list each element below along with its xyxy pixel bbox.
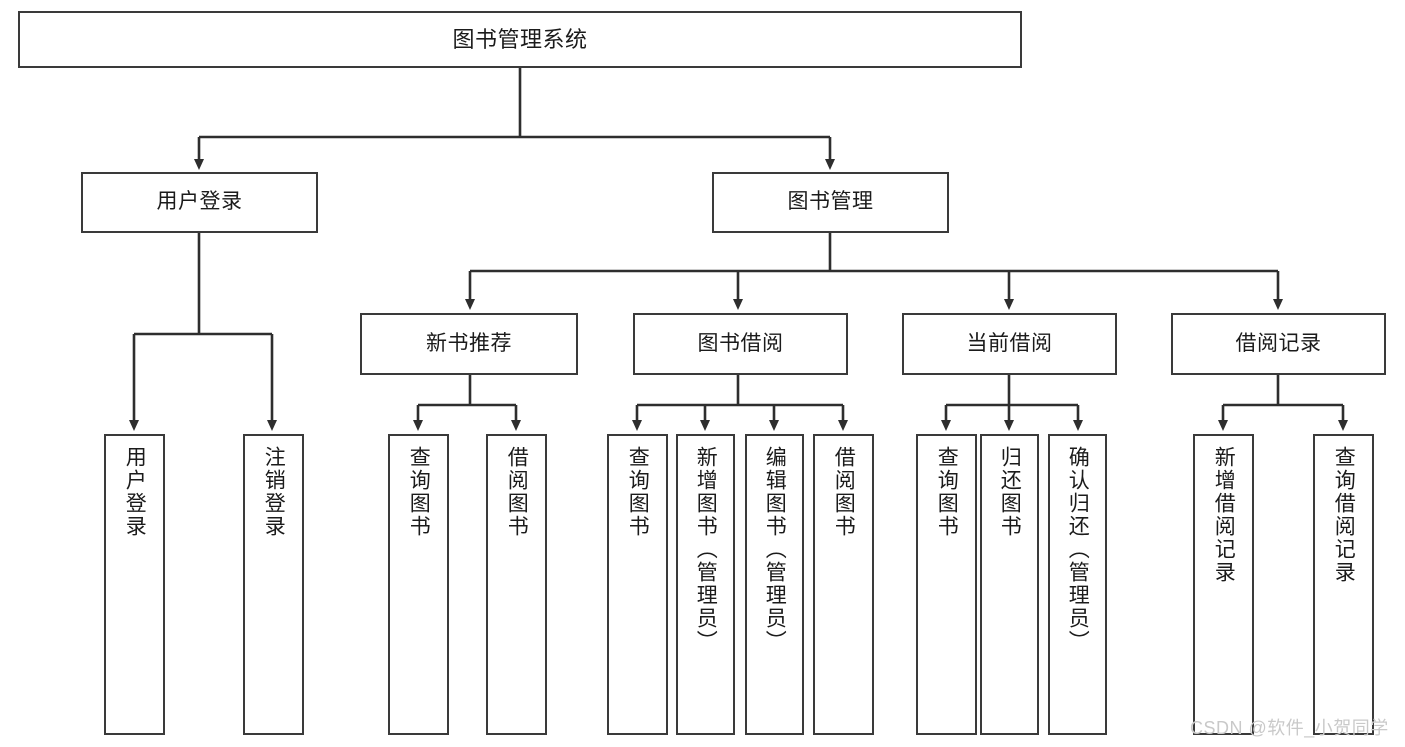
node-label: 用户登录 bbox=[123, 446, 147, 538]
leaf-borrow-book[interactable]: 借阅图书 bbox=[813, 434, 874, 735]
node-label: 确认归还（管理员） bbox=[1066, 446, 1090, 653]
leaf-borrow-book-new[interactable]: 借阅图书 bbox=[486, 434, 547, 735]
node-label: 归还图书 bbox=[998, 446, 1022, 538]
leaf-add-borrow-record[interactable]: 新增借阅记录 bbox=[1193, 434, 1254, 735]
csdn-watermark: CSDN @软件_小贺同学 bbox=[1190, 718, 1389, 738]
node-label: 注销登录 bbox=[262, 446, 286, 538]
node-label: 图书管理 bbox=[787, 190, 874, 214]
leaf-edit-book-admin[interactable]: 编辑图书（管理员） bbox=[745, 434, 804, 735]
leaf-logout[interactable]: 注销登录 bbox=[243, 434, 304, 735]
leaf-add-book-admin[interactable]: 新增图书（管理员） bbox=[676, 434, 735, 735]
node-book-management[interactable]: 图书管理 bbox=[712, 172, 949, 233]
node-label: 新书推荐 bbox=[426, 331, 512, 355]
node-label: 当前借阅 bbox=[966, 331, 1053, 355]
leaf-query-borrow-record[interactable]: 查询借阅记录 bbox=[1313, 434, 1374, 735]
leaf-query-book-new[interactable]: 查询图书 bbox=[388, 434, 449, 735]
leaf-user-login[interactable]: 用户登录 bbox=[104, 434, 165, 735]
node-label: 新增借阅记录 bbox=[1212, 446, 1236, 584]
leaf-confirm-return-admin[interactable]: 确认归还（管理员） bbox=[1048, 434, 1107, 735]
node-label: 图书管理系统 bbox=[452, 26, 588, 52]
leaf-query-book-current[interactable]: 查询图书 bbox=[916, 434, 977, 735]
node-current-borrow[interactable]: 当前借阅 bbox=[902, 313, 1117, 375]
node-book-management-system[interactable]: 图书管理系统 bbox=[18, 11, 1022, 68]
node-label: 借阅图书 bbox=[505, 446, 529, 538]
node-new-book-recommend[interactable]: 新书推荐 bbox=[360, 313, 578, 375]
node-label: 新增图书（管理员） bbox=[694, 446, 718, 653]
node-label: 图书借阅 bbox=[697, 331, 784, 355]
node-book-borrow[interactable]: 图书借阅 bbox=[633, 313, 848, 375]
node-label: 编辑图书（管理员） bbox=[763, 446, 787, 653]
node-label: 查询借阅记录 bbox=[1332, 446, 1356, 584]
leaf-return-book[interactable]: 归还图书 bbox=[980, 434, 1039, 735]
node-label: 查询图书 bbox=[407, 446, 431, 538]
node-label: 用户登录 bbox=[156, 190, 243, 214]
leaf-query-book-borrow[interactable]: 查询图书 bbox=[607, 434, 668, 735]
node-label: 查询图书 bbox=[626, 446, 650, 538]
node-borrow-record[interactable]: 借阅记录 bbox=[1171, 313, 1386, 375]
node-user-login[interactable]: 用户登录 bbox=[81, 172, 318, 233]
node-label: 查询图书 bbox=[935, 446, 959, 538]
node-label: 借阅图书 bbox=[832, 446, 856, 538]
node-label: 借阅记录 bbox=[1235, 331, 1322, 355]
